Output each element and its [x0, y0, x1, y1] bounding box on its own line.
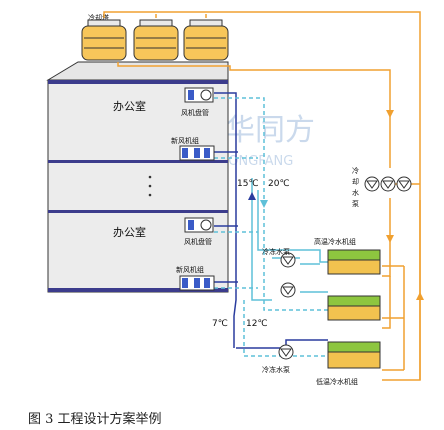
cooling-tower-label: 冷却塔 [88, 13, 109, 22]
flow-arrow-orange-1 [386, 110, 394, 118]
cooling-water-pipes [103, 11, 421, 381]
chiller-low [327, 341, 381, 369]
cooling-water-pump-label-3: 水 [352, 188, 359, 197]
flow-arrow-blue-1 [248, 192, 256, 200]
cooling-tower-2 [133, 19, 179, 61]
cooling-tower-3 [183, 19, 229, 61]
chiller-high-2 [327, 295, 381, 321]
fan-coil-label-upper: 风机盘管 [181, 108, 209, 117]
cooling-water-pumps: 冷 却 水 泵 [352, 166, 412, 208]
cooling-tower-1 [81, 19, 127, 61]
chilled-water-pipes [214, 92, 328, 349]
chiller-high-1 [327, 249, 381, 275]
chiller-high-label: 高温冷水机组 [314, 237, 356, 246]
room-upper: 办公室 风机盘管 新风机组 [113, 87, 215, 161]
room-lower-name: 办公室 [113, 225, 146, 239]
cooling-water-pump-label-4: 泵 [352, 200, 359, 208]
temp-low-supply: 7℃ [212, 319, 228, 329]
chilled-water-pipes-dashed [214, 97, 328, 357]
watermark-text: 华同方 [225, 113, 315, 148]
figure-caption: 图 3 工程设计方案举例 [28, 412, 162, 427]
chilled-water-pumps-high [280, 252, 296, 298]
fresh-air-label-lower: 新风机组 [176, 265, 204, 274]
temp-low-return: 12℃ [246, 319, 268, 329]
fan-coil-label-lower: 风机盘管 [184, 237, 212, 246]
cooling-towers: 冷却塔 [81, 13, 229, 61]
cooling-water-pump-label-1: 冷 [352, 166, 359, 175]
room-upper-name: 办公室 [113, 99, 146, 113]
flow-arrow-orange-3 [416, 292, 424, 300]
chilled-pump-high-label: 冷冻水泵 [262, 247, 290, 256]
temp-high-return: 20℃ [268, 179, 290, 189]
fresh-air-label-upper: 新风机组 [171, 136, 199, 145]
flow-arrow-cyan-1 [260, 200, 268, 208]
building [46, 61, 229, 293]
chiller-low-label: 低温冷水机组 [316, 377, 358, 386]
flow-arrow-orange-2 [386, 235, 394, 243]
floor-ellipsis [148, 175, 152, 197]
cooling-water-pump-label-2: 却 [352, 177, 359, 186]
chilled-water-pump-low [278, 344, 294, 360]
room-lower: 办公室 风机盘管 新风机组 [113, 217, 215, 291]
temp-high-supply: 15℃ [237, 179, 259, 189]
chilled-pump-low-label: 冷冻水泵 [262, 365, 290, 374]
